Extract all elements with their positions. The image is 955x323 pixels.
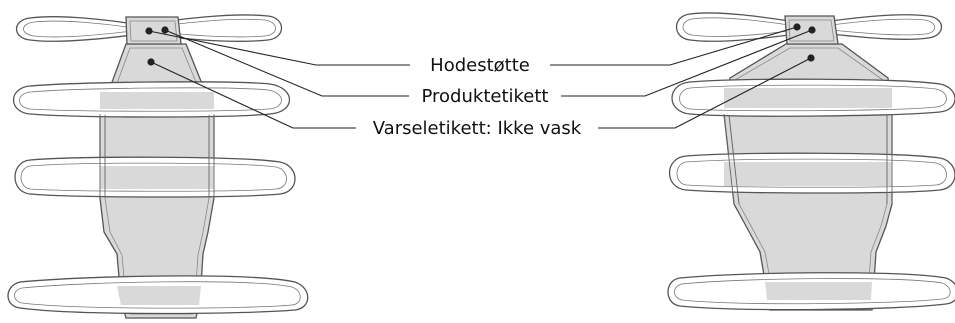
strap-right-4 (667, 272, 955, 311)
leader-lines (148, 26, 813, 129)
stretcher-left (7, 14, 309, 319)
leader-warning-label-left (150, 61, 356, 129)
label-head-support: Hodestøtte (430, 55, 530, 76)
rails-left (99, 114, 215, 198)
strap-right-2 (671, 78, 955, 117)
rails-right (723, 113, 893, 205)
label-product-label: Produktetikett (422, 86, 549, 107)
leader-product-label-left (164, 29, 409, 97)
leader-product-label-right (561, 29, 813, 97)
head-support-left (125, 16, 182, 45)
leader-head-support-left (148, 30, 410, 66)
strap-left-4 (7, 275, 309, 315)
leader-head-support-right (550, 26, 798, 66)
label-warning-label: Varseletikett: Ikke vask (373, 118, 582, 139)
leader-warning-label-right (598, 57, 812, 129)
strap-left-2 (13, 81, 290, 118)
strap-left-3 (14, 156, 296, 198)
stretcher-right (667, 12, 955, 311)
strap-right-3 (669, 152, 955, 194)
